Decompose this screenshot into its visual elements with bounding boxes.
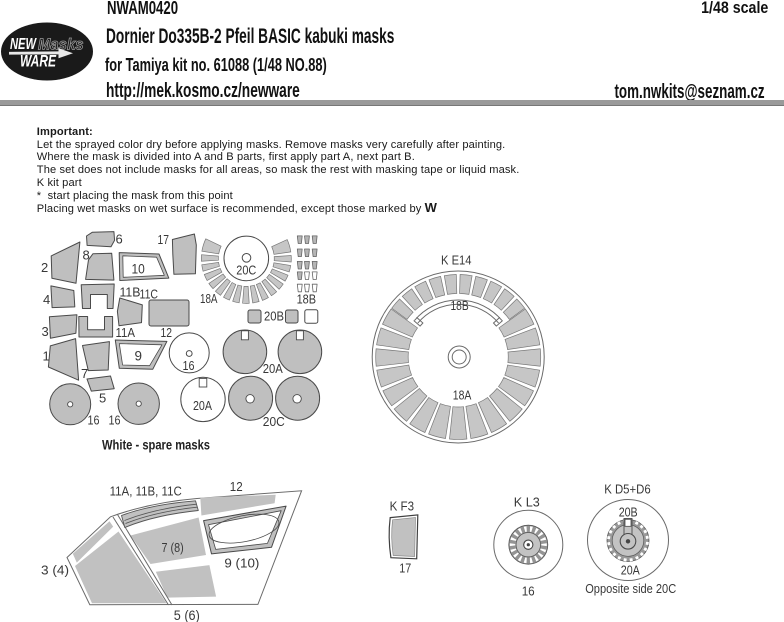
svg-text:K D5+D6: K D5+D6 bbox=[604, 482, 651, 497]
svg-text:20A: 20A bbox=[263, 361, 283, 376]
svg-text:8: 8 bbox=[83, 248, 90, 263]
svg-text:3: 3 bbox=[42, 324, 49, 339]
svg-text:11A: 11A bbox=[116, 325, 136, 340]
svg-text:4: 4 bbox=[43, 292, 50, 307]
svg-text:K F3: K F3 bbox=[390, 499, 415, 514]
svg-text:3 (4): 3 (4) bbox=[41, 563, 69, 578]
svg-text:16: 16 bbox=[183, 358, 195, 373]
svg-text:12: 12 bbox=[230, 479, 243, 494]
svg-text:20B: 20B bbox=[264, 309, 284, 324]
svg-text:K E14: K E14 bbox=[441, 253, 472, 268]
svg-text:WARE: WARE bbox=[20, 53, 57, 71]
svg-text:2: 2 bbox=[41, 260, 48, 275]
svg-text:17: 17 bbox=[158, 232, 170, 247]
svg-text:20C: 20C bbox=[263, 414, 285, 429]
svg-text:18B: 18B bbox=[451, 298, 469, 313]
svg-text:7: 7 bbox=[81, 366, 88, 381]
svg-text:16: 16 bbox=[522, 584, 535, 599]
svg-text:12: 12 bbox=[161, 325, 173, 340]
svg-text:20A: 20A bbox=[193, 398, 212, 413]
svg-text:1: 1 bbox=[43, 349, 50, 364]
svg-text:Masks: Masks bbox=[38, 37, 84, 54]
svg-text:5 (6): 5 (6) bbox=[174, 608, 200, 622]
svg-text:5: 5 bbox=[99, 391, 106, 406]
svg-text:K L3: K L3 bbox=[514, 495, 540, 510]
svg-text:16: 16 bbox=[88, 413, 100, 428]
svg-text:NEW: NEW bbox=[10, 36, 37, 53]
svg-text:20A: 20A bbox=[621, 562, 640, 577]
svg-text:9: 9 bbox=[135, 349, 143, 364]
svg-text:18A: 18A bbox=[453, 388, 472, 403]
svg-text:6: 6 bbox=[116, 232, 123, 247]
svg-text:9 (10): 9 (10) bbox=[224, 556, 259, 571]
svg-text:18A: 18A bbox=[200, 291, 218, 306]
svg-text:10: 10 bbox=[132, 261, 145, 277]
svg-text:16: 16 bbox=[109, 413, 121, 428]
svg-text:7 (8): 7 (8) bbox=[162, 540, 184, 555]
svg-text:20C: 20C bbox=[236, 263, 256, 278]
svg-text:11B: 11B bbox=[120, 285, 141, 300]
svg-text:11C: 11C bbox=[140, 287, 159, 302]
svg-text:17: 17 bbox=[399, 561, 411, 576]
svg-text:18B: 18B bbox=[297, 291, 317, 306]
svg-text:11A, 11B, 11C: 11A, 11B, 11C bbox=[110, 484, 182, 499]
svg-text:White - spare masks: White - spare masks bbox=[102, 438, 210, 453]
svg-text:Opposite side 20C: Opposite side 20C bbox=[585, 581, 676, 596]
svg-text:20B: 20B bbox=[619, 505, 638, 520]
